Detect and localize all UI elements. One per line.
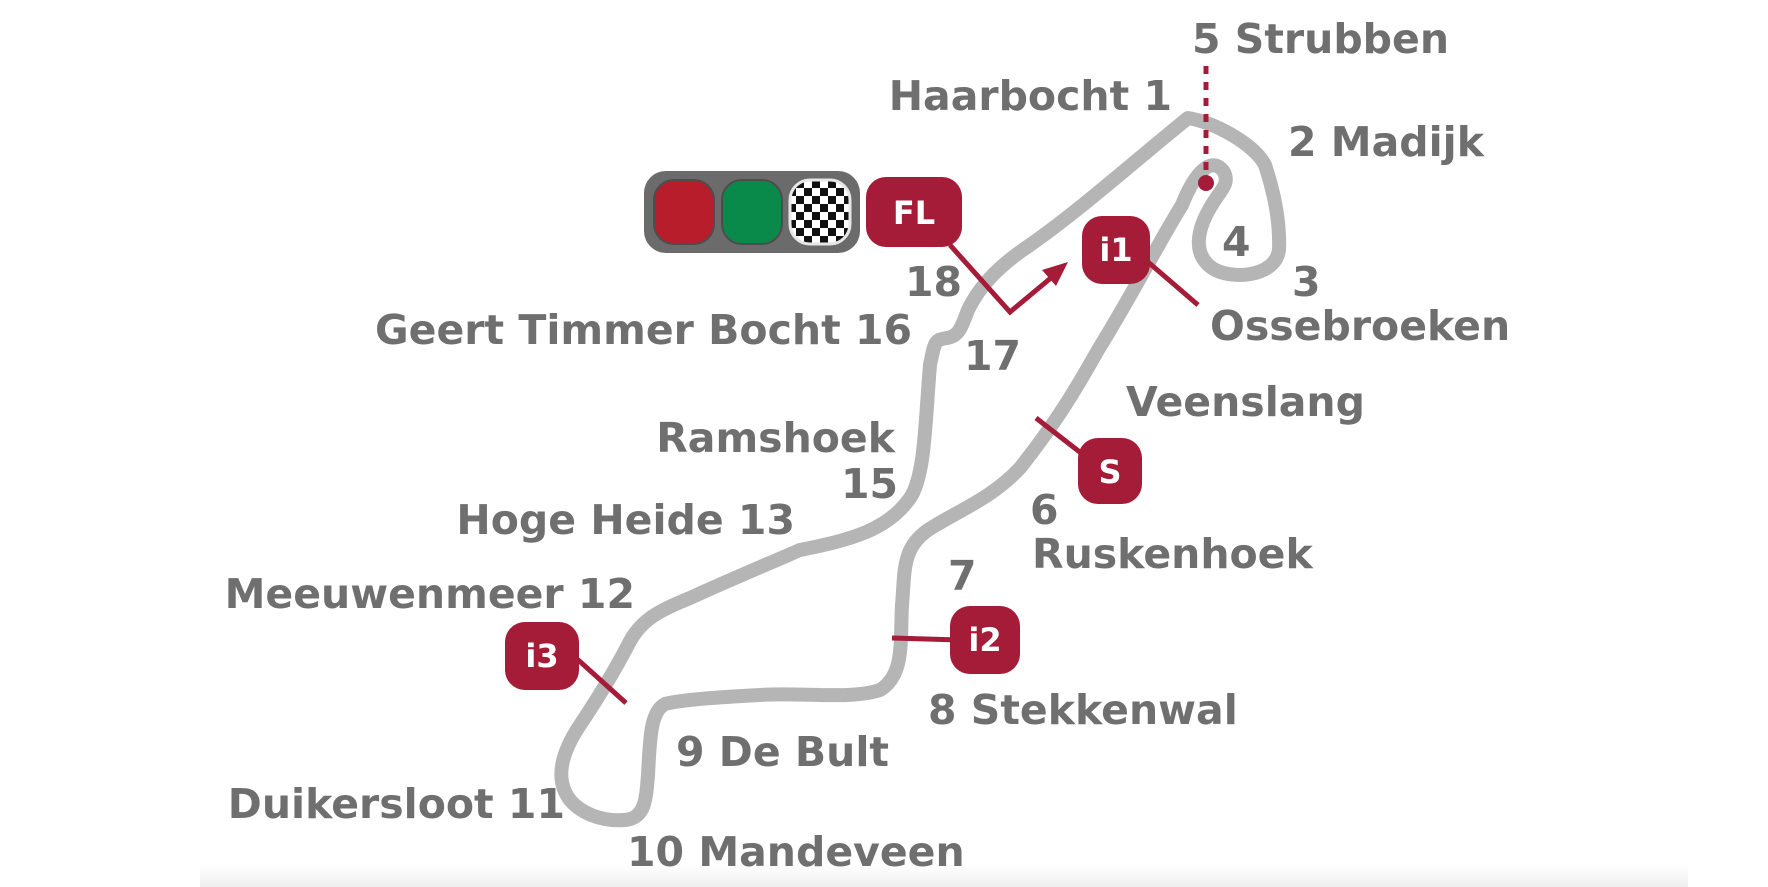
corner-label-4: 4 bbox=[1222, 218, 1251, 266]
corner-label-de-bult: 9 De Bult bbox=[676, 728, 889, 776]
traffic-light-icon bbox=[644, 171, 860, 253]
i2-pointer bbox=[891, 635, 961, 643]
i3-pointer bbox=[574, 656, 628, 705]
corner-label-meeuwenmeer: Meeuwenmeer 12 bbox=[225, 570, 635, 618]
corner-label-18: 18 bbox=[905, 258, 962, 306]
direction-arrowhead bbox=[1042, 262, 1068, 286]
i1-pointer bbox=[1146, 260, 1200, 307]
corner-label-6: 6 bbox=[1030, 486, 1059, 534]
corner-label-ossebroeken: Ossebroeken bbox=[1210, 302, 1510, 350]
finish-line-marker: FL bbox=[866, 177, 962, 247]
speed-trap-label: S bbox=[1098, 453, 1121, 491]
finish-line-label: FL bbox=[893, 194, 935, 232]
corner-label-stekkenwal: 8 Stekkenwal bbox=[928, 686, 1238, 734]
corner-label-7: 7 bbox=[948, 552, 977, 600]
intermediate-2-label: i2 bbox=[968, 621, 1001, 659]
start-finish-dot bbox=[1198, 175, 1214, 191]
track-outline bbox=[554, 111, 1287, 828]
corner-label-veenslang: Veenslang bbox=[1126, 378, 1365, 426]
corner-label-3: 3 bbox=[1292, 258, 1321, 306]
corner-label-geert-timmer-bocht: Geert Timmer Bocht 16 bbox=[375, 306, 912, 354]
intermediate-3-label: i3 bbox=[525, 637, 558, 675]
intermediate-1-marker: i1 bbox=[1082, 216, 1150, 284]
corner-label-ruskenhoek: Ruskenhoek bbox=[1032, 530, 1314, 578]
corner-label-madijk: 2 Madijk bbox=[1288, 118, 1486, 166]
corner-label-duikersloot: Duikersloot 11 bbox=[228, 780, 565, 828]
intermediate-1-label: i1 bbox=[1099, 231, 1132, 269]
corner-label-hoge-heide: Hoge Heide 13 bbox=[456, 496, 795, 544]
corner-label-haarbocht: Haarbocht 1 bbox=[889, 72, 1172, 120]
speed-trap-marker: S bbox=[1078, 438, 1142, 504]
chequered-flag-icon bbox=[788, 178, 852, 246]
corner-label-ramshoek: Ramshoek bbox=[656, 414, 897, 462]
intermediate-2-marker: i2 bbox=[950, 606, 1020, 674]
corner-label-17: 17 bbox=[964, 332, 1021, 380]
red-light-icon bbox=[653, 179, 715, 245]
corner-label-strubben: 5 Strubben bbox=[1192, 15, 1449, 63]
intermediate-3-marker: i3 bbox=[505, 622, 579, 690]
green-light-icon bbox=[721, 179, 783, 245]
corner-label-15: 15 bbox=[841, 460, 898, 508]
direction-arrow-icon bbox=[948, 243, 1060, 316]
bottom-fade bbox=[200, 865, 1688, 887]
